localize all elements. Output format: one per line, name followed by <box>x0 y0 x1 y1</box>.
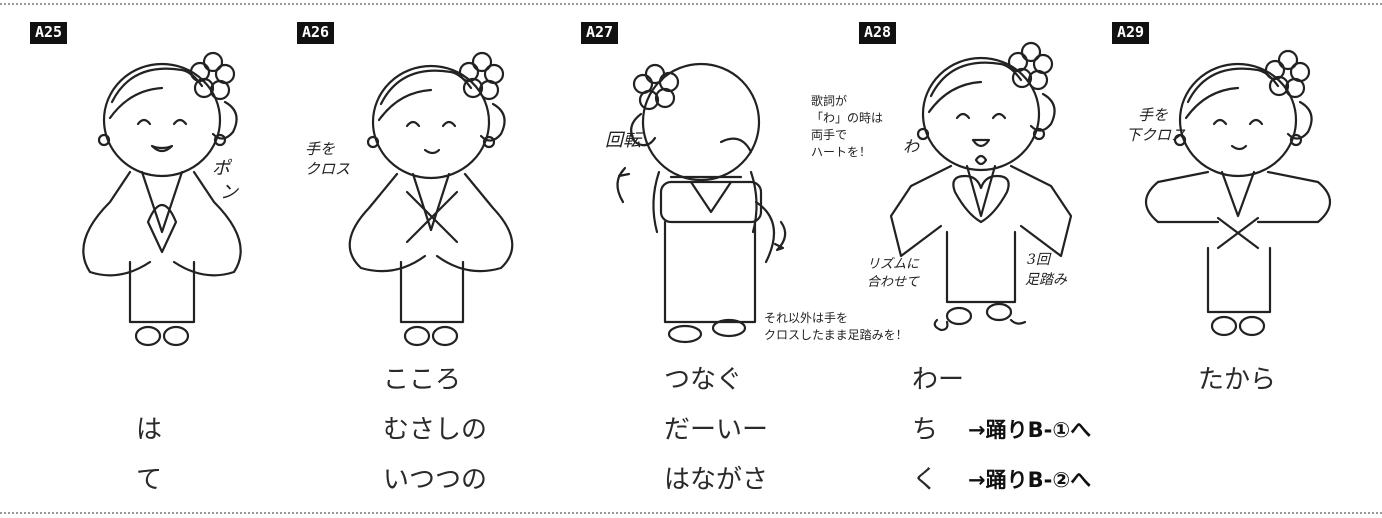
step-badge-a28: A28 <box>859 22 897 44</box>
jump-to-dance-b2-note: →踊りB-②へ <box>968 468 1092 492</box>
step-a25-panel: ポ ン A25 <box>30 22 250 352</box>
handwriting-te-wo-a29: 手を <box>1138 106 1168 124</box>
handwriting-pon-1: ポ <box>212 158 233 179</box>
step-a28-panel: わ リズムに 合わせて 3回 足踏み A28 <box>859 22 1079 352</box>
bottom-dotted-rule <box>0 512 1382 514</box>
step-badge-a26: A26 <box>297 22 335 44</box>
lyric-line: はながさ <box>664 465 769 495</box>
handwriting-shita-cross: 下クロス <box>1126 126 1186 144</box>
step-a27-panel: 回転 A27 <box>581 22 801 352</box>
lyric-line: は <box>136 415 163 445</box>
step-a29-panel: 手を 下クロス A29 <box>1112 22 1332 352</box>
lyric-line: たから <box>1198 365 1277 395</box>
step-badge-a27: A27 <box>581 22 619 44</box>
girl-front-low-cross-figure: 手を 下クロス <box>1112 22 1332 352</box>
lyric-line: いつつの <box>383 465 488 495</box>
lyric-line: こころ <box>383 365 462 395</box>
lyric-line: だーいー <box>664 415 769 445</box>
step-a26-panel: 手を クロス A26 <box>297 22 517 352</box>
handwriting-awasete: 合わせて <box>867 275 920 290</box>
heart-instruction-note: 歌詞が 「わ」の時は 両手で ハートを！ <box>811 94 884 159</box>
top-dotted-rule <box>0 3 1382 5</box>
lyric-line: つなぐ <box>664 365 743 395</box>
handwriting-rhythm: リズムに <box>867 256 920 272</box>
step-badge-a29: A29 <box>1112 22 1150 44</box>
cross-step-instruction-note: それ以外は手を クロスしたまま足踏みを！ <box>764 311 908 342</box>
girl-back-turning-figure: 回転 <box>581 22 801 352</box>
handwriting-3kai: 3回 <box>1027 252 1052 268</box>
lyric-line: ち <box>912 415 939 445</box>
handwriting-kaiten: 回転 <box>605 130 644 151</box>
handwriting-pon-2: ン <box>220 182 239 203</box>
lyric-line: て <box>136 465 163 495</box>
handwriting-wa: わ <box>903 137 920 156</box>
handwriting-te-wo: 手を <box>305 140 335 158</box>
lyric-line: むさしの <box>383 415 488 445</box>
handwriting-ashibumi: 足踏み <box>1025 272 1068 288</box>
lyric-line: わー <box>912 365 965 395</box>
jump-to-dance-b1-note: →踊りB-①へ <box>968 418 1092 442</box>
girl-front-clap-figure: ポ ン <box>30 22 250 352</box>
handwriting-cross: クロス <box>305 160 350 178</box>
lyric-line: く <box>912 465 939 495</box>
step-badge-a25: A25 <box>30 22 68 44</box>
girl-front-heart-hands-figure: わ リズムに 合わせて 3回 足踏み <box>859 22 1079 352</box>
girl-front-crossed-hands-figure: 手を クロス <box>297 22 517 352</box>
